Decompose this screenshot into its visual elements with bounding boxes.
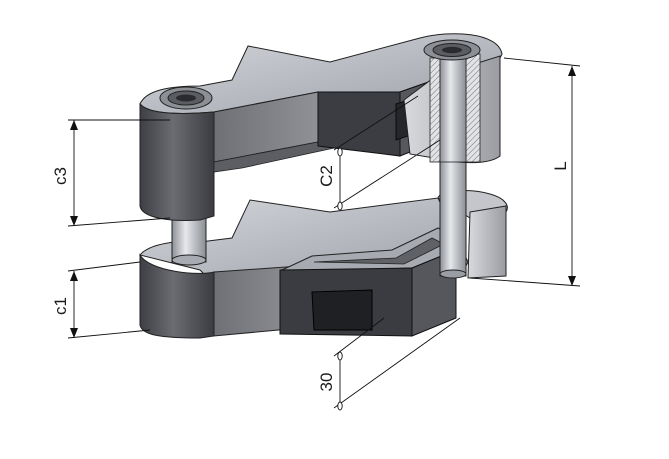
upper-shoe-underside xyxy=(213,141,336,173)
upper-die-shoe xyxy=(139,33,503,221)
lower-die-insert xyxy=(279,227,459,337)
upper-bush-section-left xyxy=(429,57,441,163)
guide-pillar-left xyxy=(171,217,207,266)
dimension-lines xyxy=(67,57,581,409)
label-c3: c3 xyxy=(51,167,70,185)
label-c2: C2 xyxy=(317,165,336,187)
upper-shoe-left-boss xyxy=(139,102,215,221)
upper-left-bolt-hole xyxy=(159,86,213,110)
upper-bush-section-right xyxy=(465,53,481,163)
upper-punch-front xyxy=(317,91,401,157)
label-c1: c1 xyxy=(51,297,70,315)
lower-insert-cavity xyxy=(313,237,445,265)
dimension-arrowheads xyxy=(70,66,576,338)
upper-right-bush xyxy=(403,53,501,164)
upper-right-bolt-hole xyxy=(423,39,481,61)
label-30: 30 xyxy=(317,373,336,392)
lower-bush-body xyxy=(467,205,507,279)
dimension-dots xyxy=(337,147,343,411)
upper-bush-bore xyxy=(439,57,467,163)
label-L: L xyxy=(551,161,570,170)
lower-insert-pocket xyxy=(311,289,373,331)
